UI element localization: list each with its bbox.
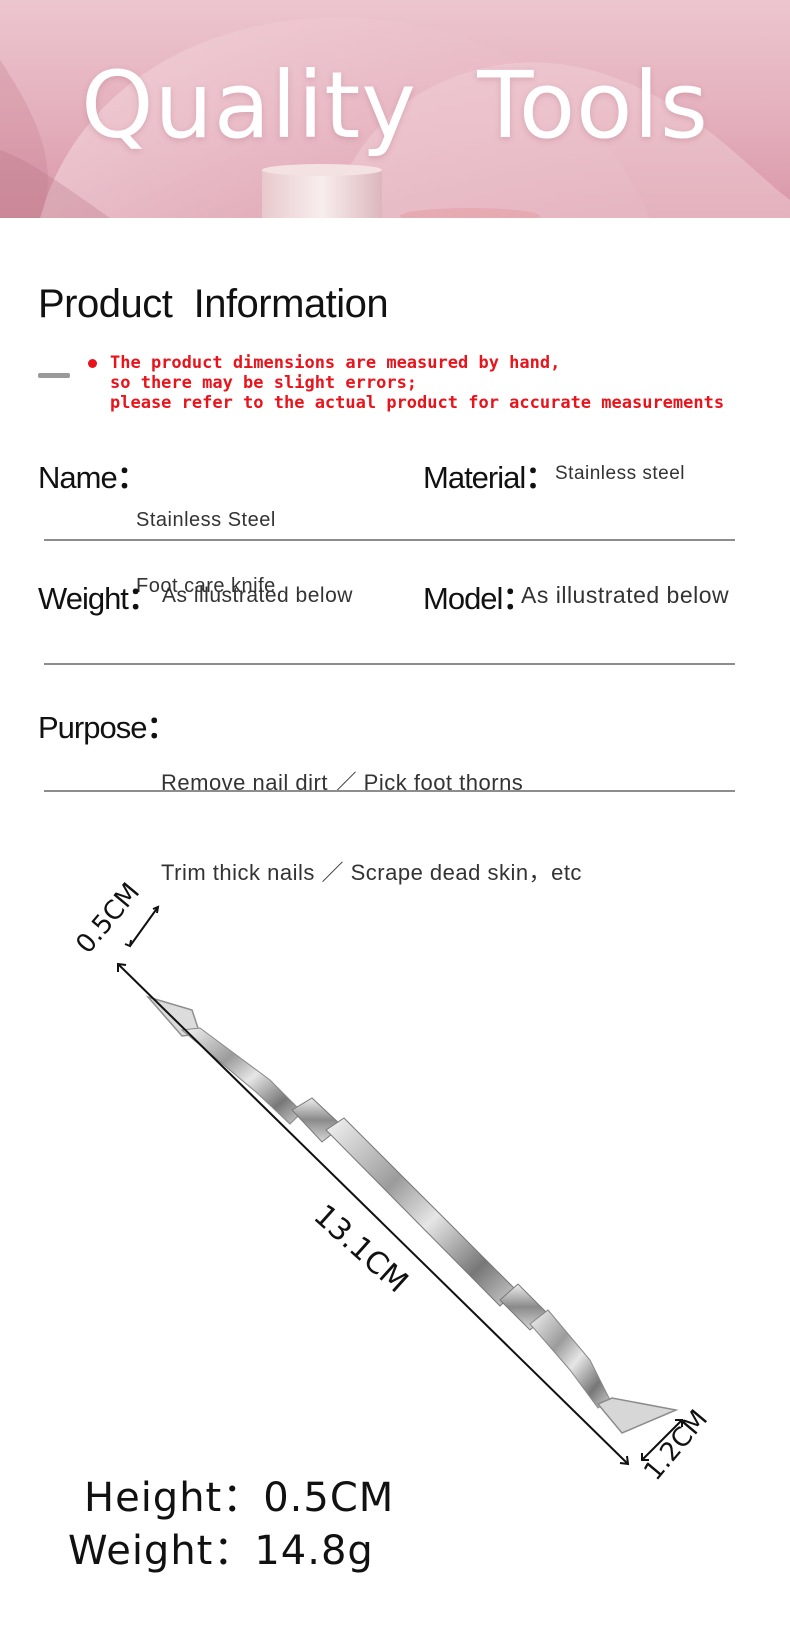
weight-label: Weight： xyxy=(38,581,159,616)
banner-background xyxy=(0,17,790,218)
height-spec: Height：0.5CM xyxy=(84,1475,395,1521)
length-arrow xyxy=(117,962,630,1466)
model-value: As illustrated below xyxy=(521,582,730,608)
name-label: Name： xyxy=(38,460,148,495)
hero-banner: Quality Tools xyxy=(0,0,790,218)
measurement-note: The product dimensions are measured by h… xyxy=(110,353,724,413)
tool-illustration: 0.5CM 13.1CM 1.2CM xyxy=(70,877,714,1486)
weight-value: As illustrated below xyxy=(162,584,353,607)
dimension-diagram: 0.5CM 13.1CM 1.2CM Height：0.5CM Weight：1… xyxy=(0,877,790,1641)
divider xyxy=(44,790,735,792)
top-width-arrow xyxy=(124,905,160,948)
material-label: Material： xyxy=(423,460,556,495)
note-line: The product dimensions are measured by h… xyxy=(110,353,561,373)
material-value: Stainless steel xyxy=(555,463,686,484)
bottom-width-arrow xyxy=(641,1419,683,1461)
note-bullet-icon xyxy=(88,359,97,368)
title-dash xyxy=(38,373,70,378)
name-value: Stainless Steel Foot care knife xyxy=(136,509,276,597)
note-line: please refer to the actual product for a… xyxy=(110,393,725,413)
weight-spec: Weight：14.8g xyxy=(68,1528,374,1574)
length-label: 13.1CM xyxy=(307,1198,415,1300)
note-line: so there may be slight errors; xyxy=(110,373,418,393)
purpose-label: Purpose： xyxy=(38,710,177,745)
model-label: Model： xyxy=(423,581,533,616)
top-width-label: 0.5CM xyxy=(70,880,146,959)
divider xyxy=(44,539,735,541)
banner-title: Quality Tools xyxy=(81,52,709,159)
section-title: Product Information xyxy=(38,282,389,326)
divider xyxy=(44,663,735,665)
